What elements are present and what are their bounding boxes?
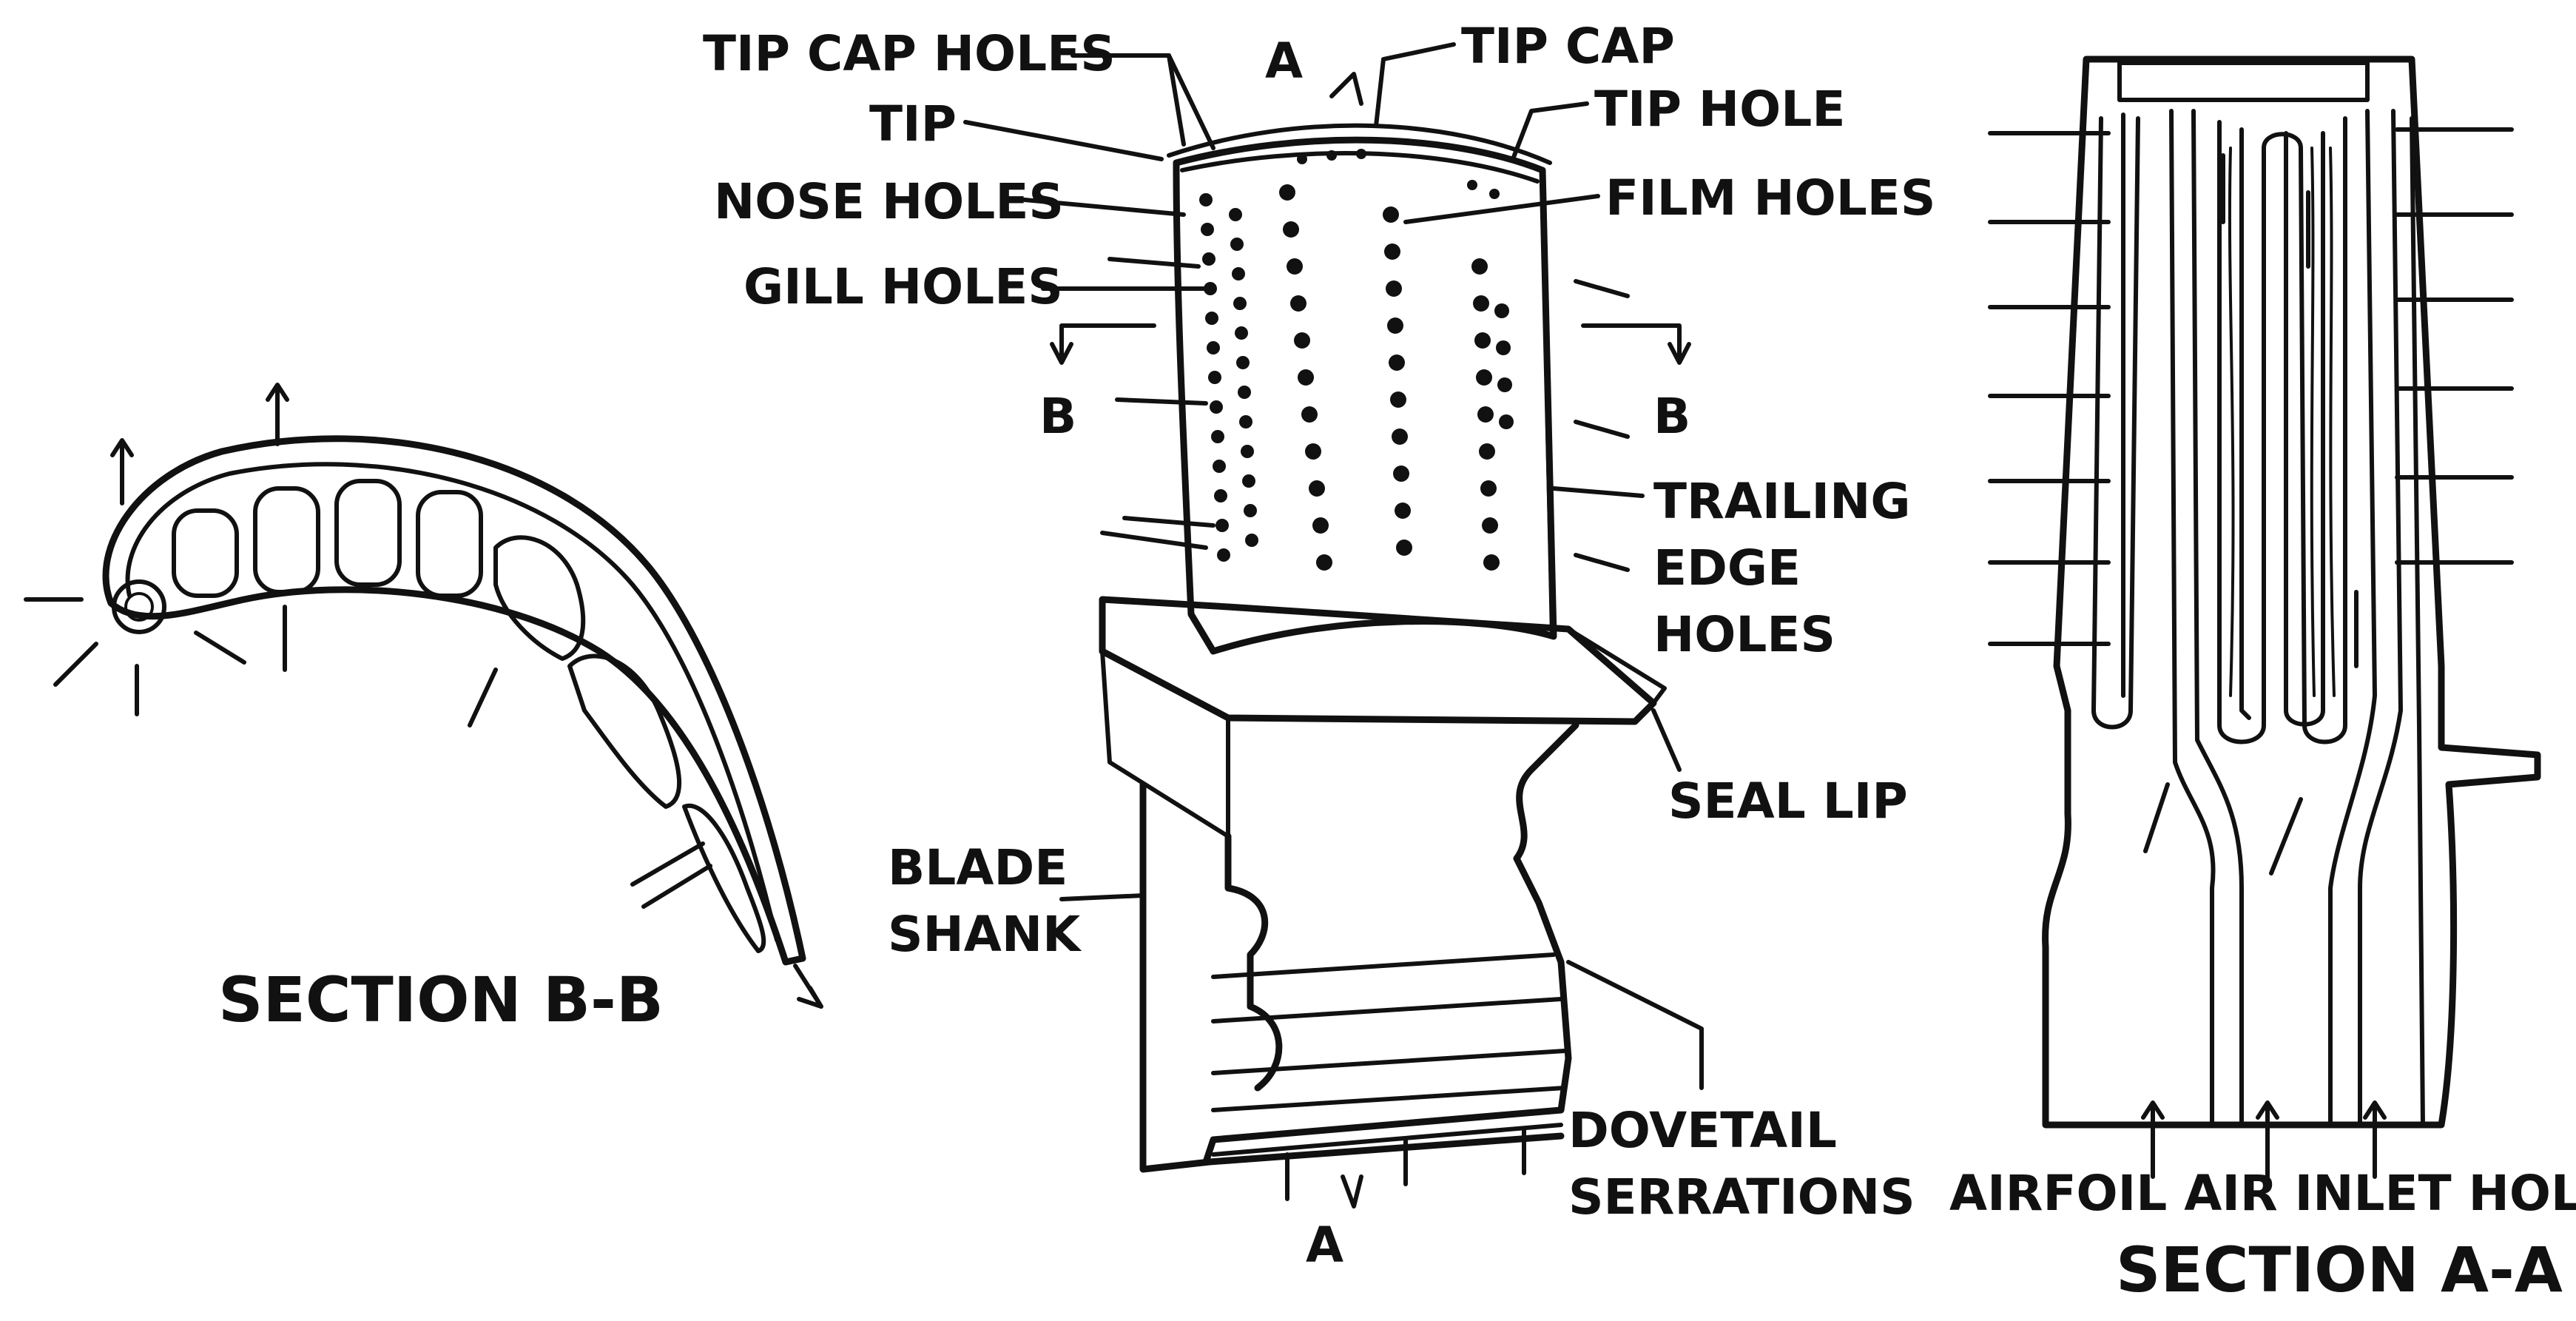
film-hole-arrow: [641, 864, 712, 909]
turbulator-rib: [2228, 147, 2235, 697]
label-nose-holes: NOSE HOLES: [714, 173, 1064, 230]
label-dovetail-serrations-2: SERRATIONS: [1568, 1169, 1915, 1226]
blade-platform: [1099, 596, 1657, 725]
airfoil-body: [1173, 136, 1557, 655]
section-a-a-outline: [2042, 56, 2541, 1129]
serpentine-passage: [2091, 116, 2140, 730]
dovetail-serrations: [1202, 722, 1579, 1166]
leader-nose-holes: [1022, 198, 1186, 217]
blade-shank-body: [1139, 781, 1283, 1173]
section-a-top-arrow: [1329, 72, 1363, 106]
flow-arrow: [2269, 797, 2303, 875]
label-gill-holes: GILL HOLES: [744, 258, 1063, 315]
airfoil-inner-wall: [125, 462, 779, 942]
leader-tip: [963, 120, 1164, 161]
inlet-arrow: [2256, 1100, 2279, 1179]
section-b-left-arrow: [1050, 323, 1156, 365]
seal-lip: [1566, 627, 1667, 705]
blade-drawing: [963, 42, 1704, 1209]
cooling-passage: [493, 535, 586, 661]
airfoil-outline: [102, 435, 806, 966]
section-a-a-drawing: [1988, 56, 2541, 1179]
section-a-bottom-arrow: [1341, 1174, 1363, 1209]
cooling-passage: [253, 486, 320, 594]
film-hole-arrow: [468, 668, 498, 727]
film-hole-arrow: [110, 438, 134, 505]
label-blade-shank-1: BLADE: [888, 839, 1068, 896]
turbulator-rib: [2310, 147, 2316, 697]
label-trailing-edge-holes-2: EDGE: [1653, 540, 1801, 596]
cooling-passage: [567, 653, 682, 809]
label-trailing-edge-holes-1: TRAILING: [1653, 473, 1911, 530]
leading-edge-cavity: [112, 579, 166, 634]
inlet-arrow: [2363, 1100, 2387, 1179]
label-dovetail-serrations-1: DOVETAIL: [1568, 1102, 1837, 1159]
cooling-passage: [334, 479, 402, 587]
leader-blade-shank: [1059, 893, 1145, 901]
label-tip-cap-holes: TIP CAP HOLES: [703, 25, 1116, 82]
section-a-a-title: SECTION A-A: [2116, 1234, 2563, 1306]
film-hole-arrow: [53, 642, 98, 687]
trailing-edge-exit-arrow: [793, 964, 823, 1009]
label-tip-cap: TIP CAP: [1461, 18, 1675, 75]
section-b-b-drawing: [24, 383, 823, 1009]
trailing-edge-passage: [682, 803, 766, 953]
leader-seal-lip: [1651, 708, 1682, 772]
cooling-passage: [172, 508, 239, 598]
serpentine-passage: [2169, 109, 2216, 1127]
label-tip-hole: TIP HOLE: [1594, 81, 1845, 138]
leader-film-holes: [1403, 194, 1600, 224]
label-blade-shank-2: SHANK: [888, 906, 1082, 963]
flow-arrow: [2143, 782, 2170, 853]
serpentine-passage: [2328, 109, 2377, 1127]
label-airfoil-air-inlet-holes: AIRFOIL AIR INLET HOLES: [1949, 1165, 2576, 1222]
label-film-holes: FILM HOLES: [1605, 169, 1935, 226]
cooling-passage: [416, 490, 483, 598]
serpentine-passage: [2217, 116, 2347, 744]
label-section-b-right: B: [1653, 388, 1690, 445]
leading-edge-core: [124, 592, 154, 622]
section-b-right-arrow: [1581, 323, 1691, 365]
label-section-a-bottom: A: [1306, 1217, 1343, 1274]
film-holes-pattern: [1199, 149, 1514, 571]
trailing-edge: [1540, 183, 1554, 639]
label-seal-lip: SEAL LIP: [1668, 773, 1908, 830]
label-trailing-edge-holes-3: HOLES: [1653, 606, 1835, 663]
tip-plenum: [2117, 61, 2370, 102]
film-hole-arrow: [194, 631, 246, 665]
film-hole-arrow: [266, 383, 289, 446]
tip-cap: [1167, 123, 1552, 165]
label-tip: TIP: [869, 95, 957, 152]
section-b-b-title: SECTION B-B: [218, 964, 664, 1036]
film-hole-arrow: [630, 841, 705, 887]
label-section-b-left: B: [1039, 388, 1076, 445]
label-section-a-top: A: [1265, 33, 1303, 90]
leader-tip-cap: [1374, 42, 1456, 128]
leader-tip-hole: [1511, 101, 1589, 161]
inlet-arrow: [2141, 1100, 2165, 1179]
leader-trailing-edge-holes: [1551, 486, 1645, 498]
turbulator-rib: [2329, 147, 2336, 697]
leader-dovetail-serrations: [1566, 960, 1704, 1090]
